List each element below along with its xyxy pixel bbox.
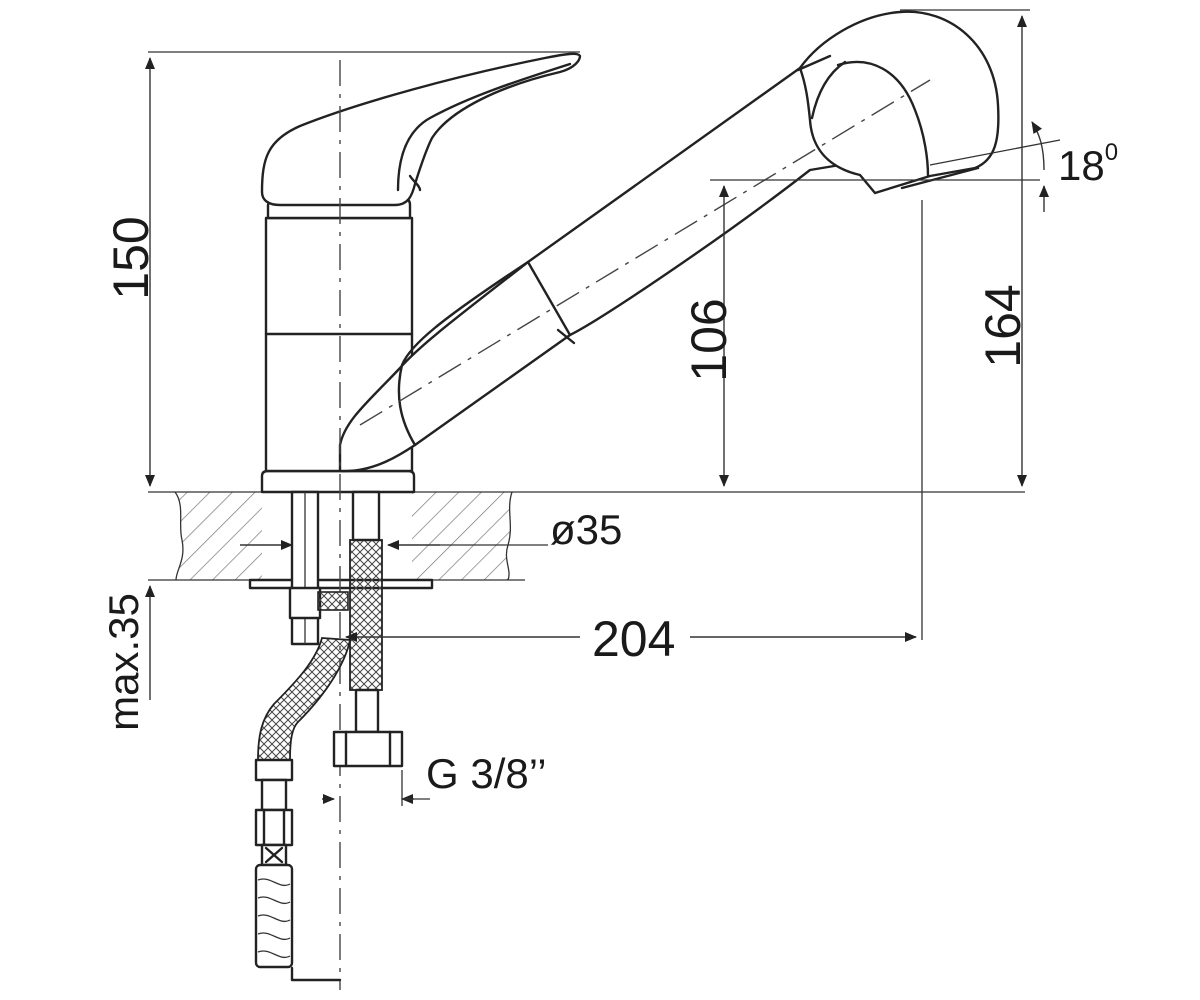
dim-label-max-thickness: max.35 — [100, 593, 147, 731]
supply-pipes — [254, 490, 404, 982]
dim-label-connection: G 3/8’’ — [426, 750, 547, 797]
dim-label-106: 106 — [681, 298, 737, 381]
angle-degree-mark: 0 — [1105, 139, 1118, 166]
angle-value: 18 — [1058, 142, 1105, 189]
spray-head[interactable] — [796, 10, 1000, 195]
dim-label-diameter: ø35 — [550, 506, 622, 553]
pull-out-spout — [338, 53, 872, 473]
center-lines — [339, 60, 931, 990]
lever-handle[interactable] — [260, 52, 582, 207]
countertop-section — [148, 491, 1025, 590]
dim-label-164: 164 — [975, 284, 1031, 367]
dim-label-angle: 180 — [1058, 139, 1118, 189]
dim-label-reach: 204 — [592, 611, 675, 667]
dim-label-150: 150 — [103, 216, 159, 299]
dimension-lines — [145, 9, 1061, 806]
